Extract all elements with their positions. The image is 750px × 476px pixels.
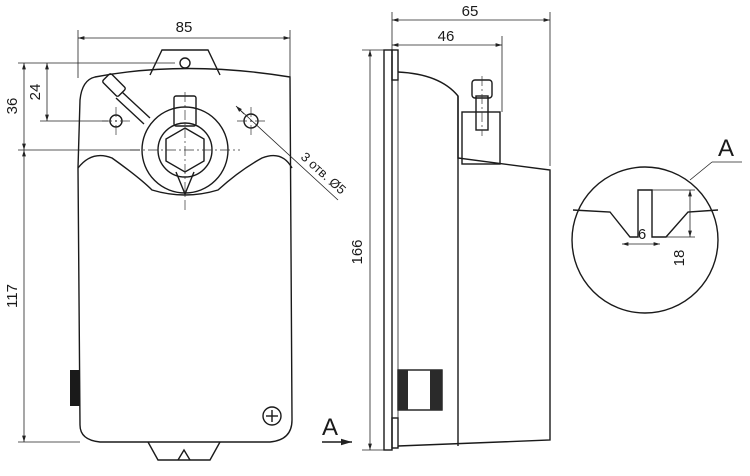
section-marker-label: A xyxy=(322,414,338,441)
dim-18: 18 xyxy=(671,250,688,267)
dim-46: 46 xyxy=(438,28,455,45)
dim-6: 6 xyxy=(638,226,646,243)
front-view xyxy=(70,49,293,461)
detail-slot-profile xyxy=(572,189,719,238)
clamp-block xyxy=(461,111,501,165)
detail-circle xyxy=(571,166,719,314)
dim-166: 166 xyxy=(349,239,366,264)
bottom-mounting-tab xyxy=(147,441,221,461)
top-tab-hole xyxy=(179,57,191,69)
plate-top-lip xyxy=(391,49,399,81)
side-connector xyxy=(70,370,80,406)
phillips-screw-icon xyxy=(262,406,282,426)
side-view xyxy=(383,49,551,451)
manual-lever xyxy=(102,73,151,125)
dim-117: 117 xyxy=(4,284,21,308)
detail-a: A 6 18 xyxy=(571,135,742,314)
plate-bottom-lip xyxy=(391,417,399,449)
holes-note: 3 отв. Ø5 xyxy=(298,149,349,197)
dim-36: 36 xyxy=(4,98,21,115)
section-marker: A xyxy=(322,414,352,446)
top-mounting-tab xyxy=(149,49,221,76)
detail-label: A xyxy=(718,135,734,162)
dim-85: 85 xyxy=(176,19,193,36)
mounting-plate xyxy=(383,49,393,451)
front-dimensions: 85 24 36 117 3 отв. Ø5 xyxy=(4,19,349,443)
actuator-body-outline xyxy=(77,67,293,443)
side-dimensions: 65 46 166 xyxy=(349,3,551,451)
dim-24: 24 xyxy=(27,84,44,101)
bottom-tab-notch xyxy=(177,448,191,461)
side-body xyxy=(397,71,551,447)
dim-65: 65 xyxy=(462,3,479,20)
shaft-pointer xyxy=(175,171,195,196)
